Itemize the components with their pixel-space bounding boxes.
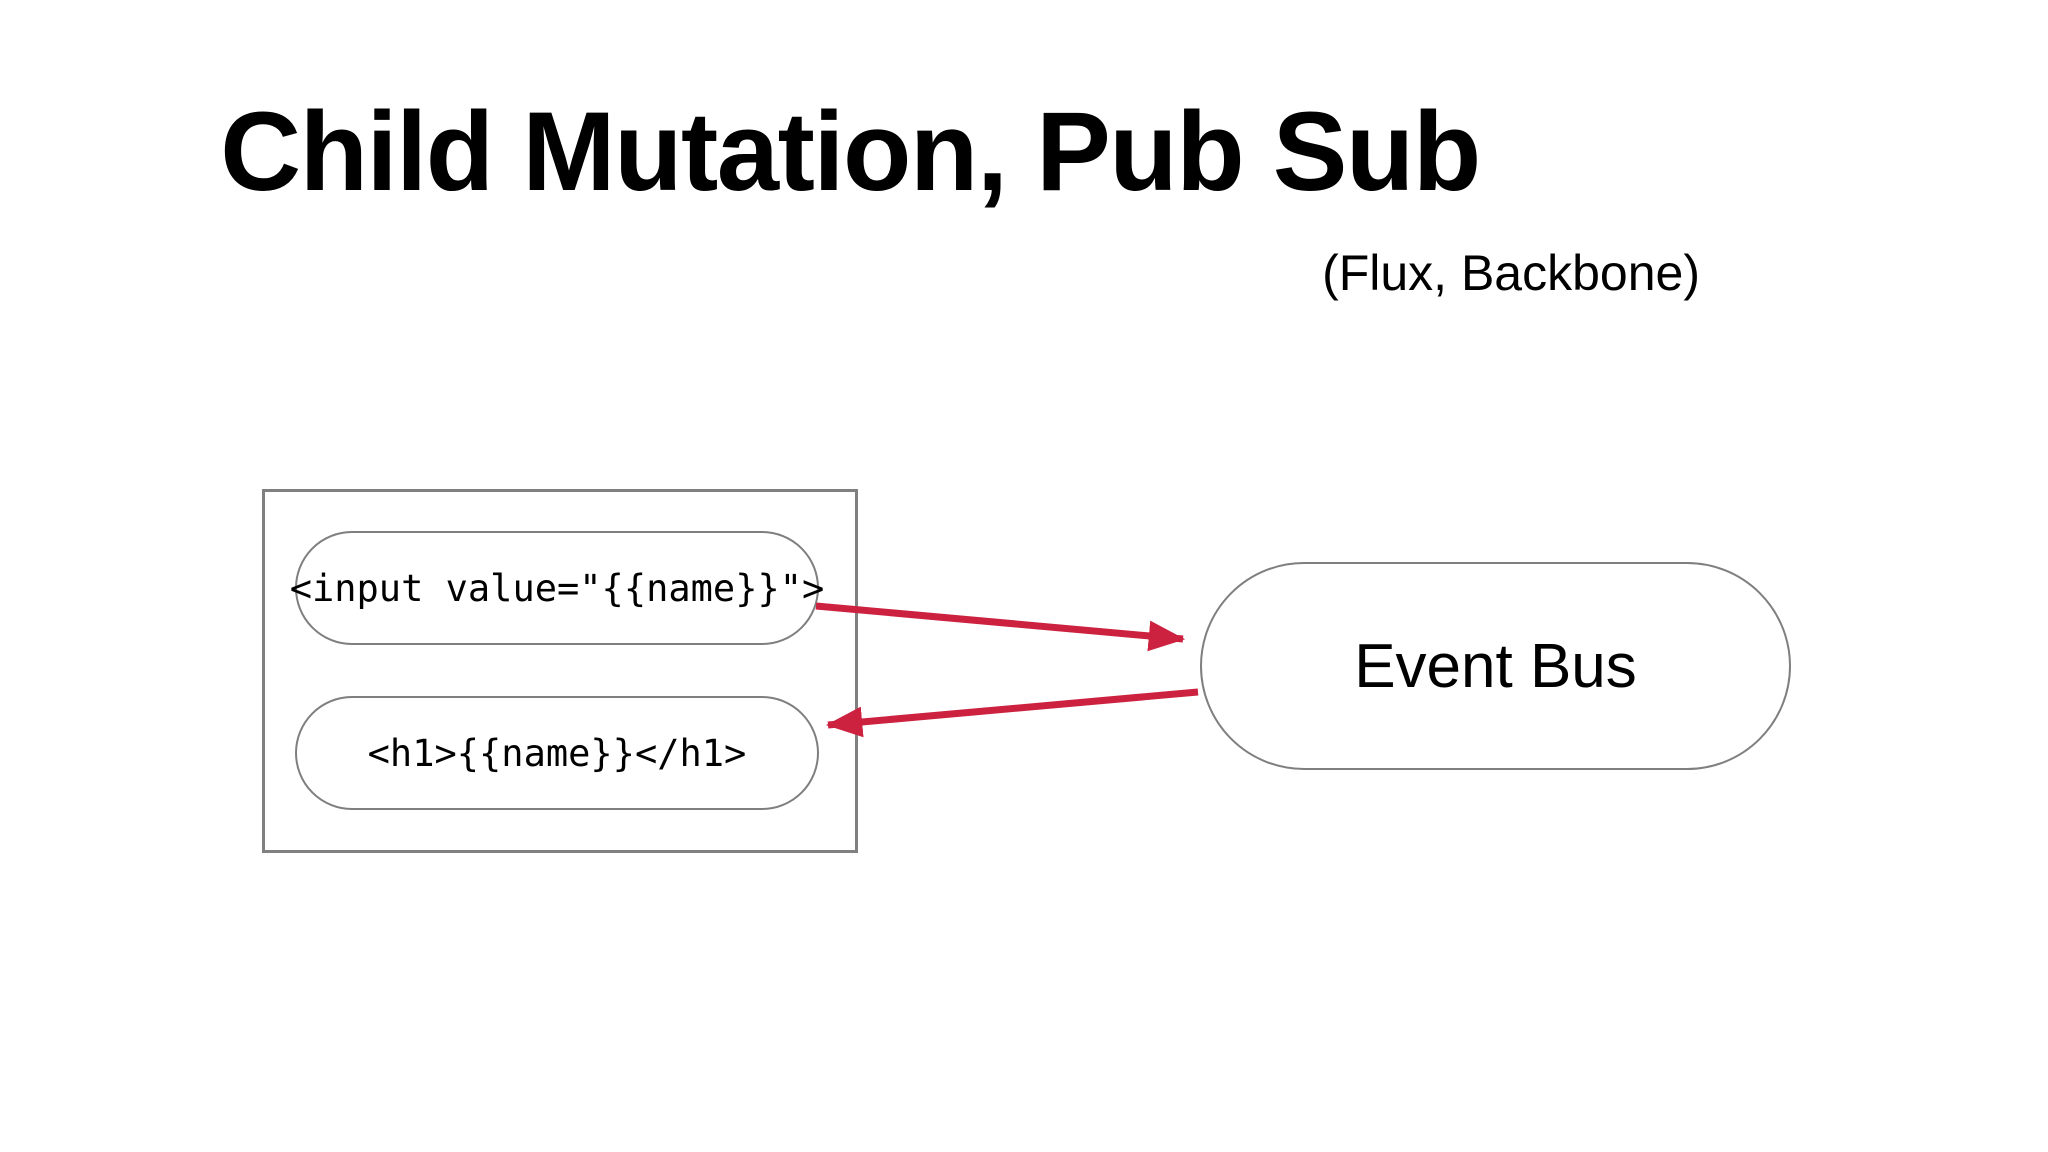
node-input-template[interactable]: <input value="{{name}}"> — [290, 531, 824, 645]
page-subtitle: (Flux, Backbone) — [1322, 245, 1700, 301]
node-event-bus-label: Event Bus — [1354, 631, 1637, 701]
publish-arrow — [815, 602, 1186, 652]
subscribe-arrow — [825, 688, 1199, 738]
title-block: Child Mutation, Pub Sub (Flux, Backbone) — [0, 89, 1700, 299]
node-h1-template[interactable]: <h1>{{name}}</h1> — [295, 696, 819, 810]
node-h1-label: <h1>{{name}}</h1> — [367, 731, 747, 775]
node-event-bus[interactable]: Event Bus — [1200, 562, 1791, 770]
page-title: Child Mutation, Pub Sub — [220, 89, 1481, 214]
node-input-label: <input value="{{name}}"> — [289, 566, 825, 610]
